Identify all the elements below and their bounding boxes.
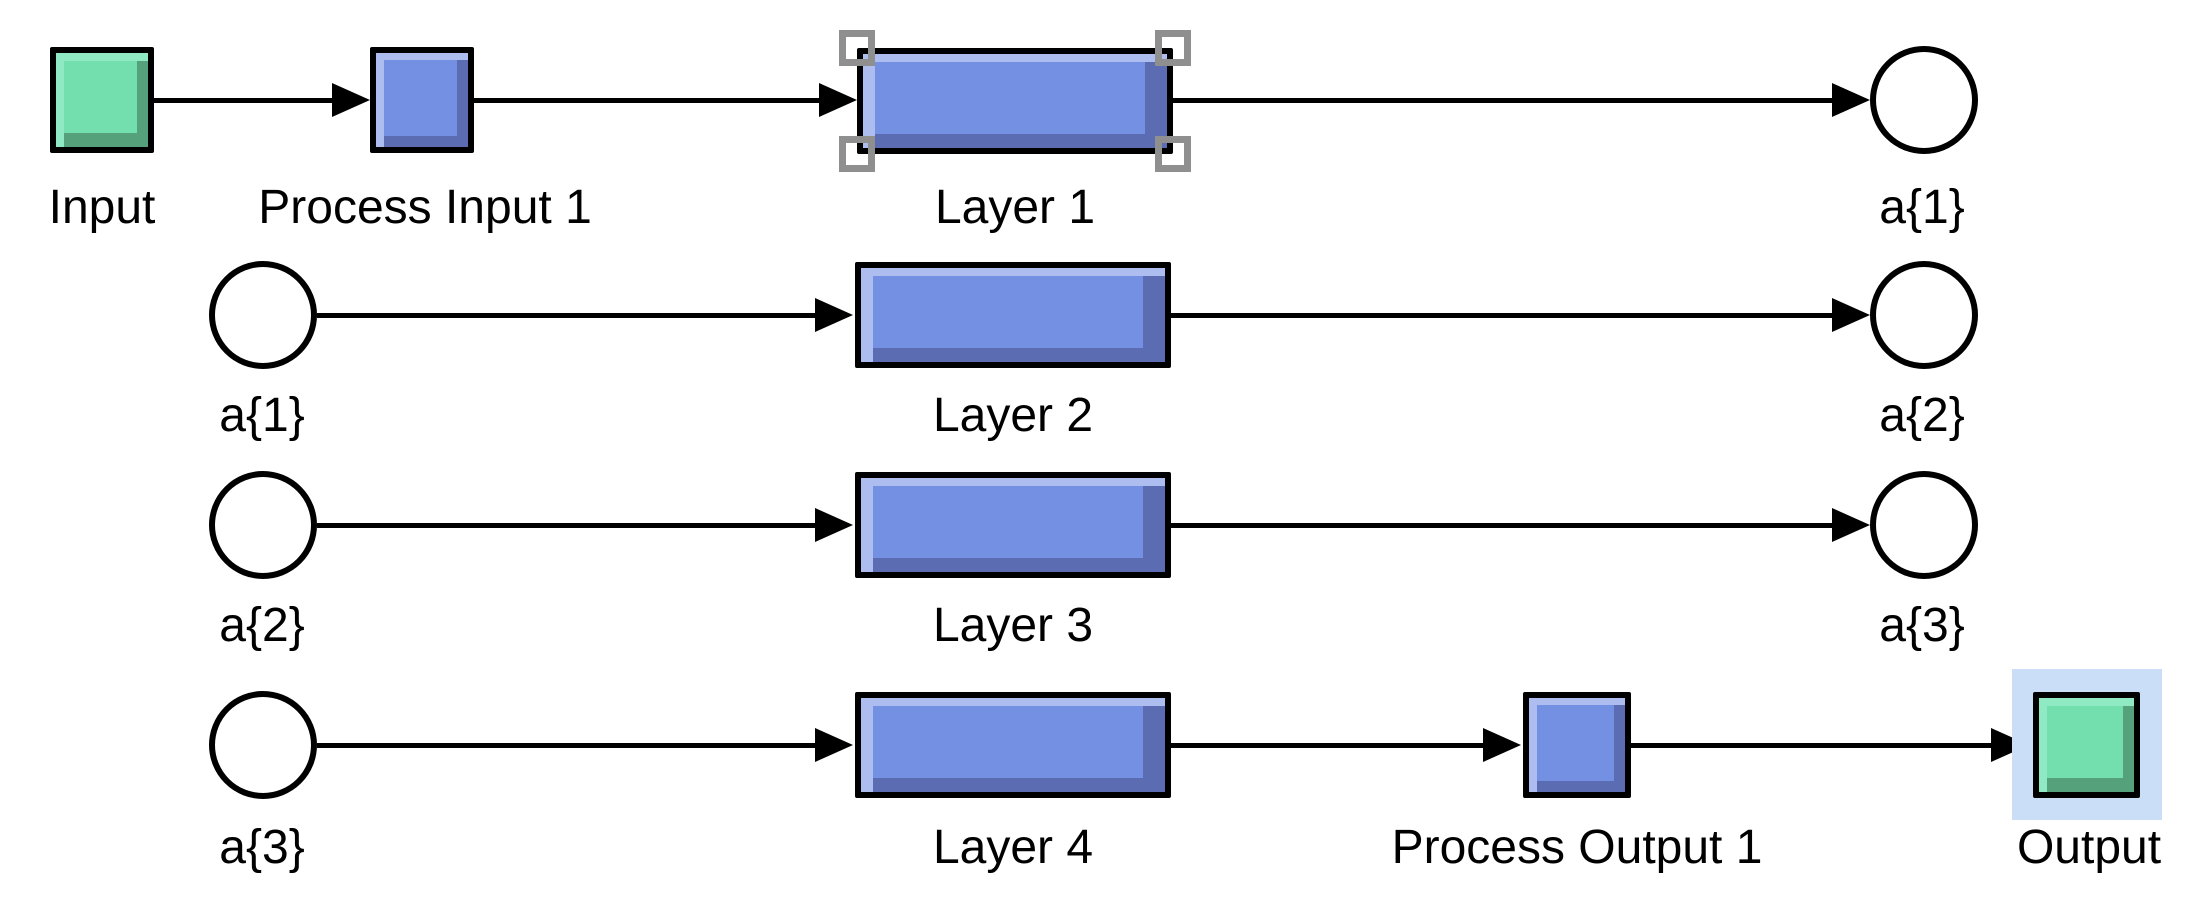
wire-line xyxy=(1171,523,1834,528)
selection-handle-bottom-left[interactable] xyxy=(839,136,875,172)
wire-line xyxy=(317,313,817,318)
process-output-1-label: Process Output 1 xyxy=(1391,821,1763,874)
process-output-1-block[interactable] xyxy=(1523,692,1631,798)
wire-line xyxy=(1631,743,1993,748)
layer-4-block[interactable] xyxy=(855,692,1171,798)
a1-source-label: a{1} xyxy=(219,389,305,442)
process-input-1-label: Process Input 1 xyxy=(258,181,592,234)
a2-terminator-connector[interactable] xyxy=(1870,261,1978,369)
a1-terminator-connector[interactable] xyxy=(1870,46,1978,154)
output-block-label: Output xyxy=(2016,821,2162,874)
a3-source-label: a{3} xyxy=(219,821,305,874)
arrowhead-icon xyxy=(819,83,857,117)
wire-line xyxy=(154,98,334,103)
layer-2-block[interactable] xyxy=(855,262,1171,368)
layer-2-label: Layer 2 xyxy=(932,389,1094,442)
layer-1-label: Layer 1 xyxy=(934,181,1096,234)
input-block[interactable] xyxy=(50,47,154,153)
a3-terminator-connector[interactable] xyxy=(1870,471,1978,579)
arrowhead-icon xyxy=(1832,508,1870,542)
layer-1-block[interactable] xyxy=(857,48,1173,154)
a2-source-connector[interactable] xyxy=(209,471,317,579)
a3-source-connector[interactable] xyxy=(209,691,317,799)
layer-4-label: Layer 4 xyxy=(932,821,1094,874)
wire-line xyxy=(474,98,821,103)
input-block-label: Input xyxy=(48,181,156,234)
selection-handle-bottom-right[interactable] xyxy=(1155,136,1191,172)
a2-source-label: a{2} xyxy=(219,599,305,652)
arrowhead-icon xyxy=(815,508,853,542)
a2-terminator-label: a{2} xyxy=(1879,389,1965,442)
wire-line xyxy=(1171,743,1485,748)
arrowhead-icon xyxy=(1832,83,1870,117)
a1-terminator-label: a{1} xyxy=(1879,181,1965,234)
wire-line xyxy=(317,743,817,748)
layer-3-label: Layer 3 xyxy=(932,599,1094,652)
arrowhead-icon xyxy=(1832,298,1870,332)
selection-handle-top-left[interactable] xyxy=(839,30,875,66)
wire-line xyxy=(1171,313,1834,318)
selection-handle-top-right[interactable] xyxy=(1155,30,1191,66)
process-input-1-block[interactable] xyxy=(370,47,474,153)
layer-3-block[interactable] xyxy=(855,472,1171,578)
output-block[interactable] xyxy=(2033,692,2140,798)
arrowhead-icon xyxy=(332,83,370,117)
wire-line xyxy=(317,523,817,528)
wire-line xyxy=(1173,98,1834,103)
a1-source-connector[interactable] xyxy=(209,261,317,369)
arrowhead-icon xyxy=(815,728,853,762)
arrowhead-icon xyxy=(815,298,853,332)
a3-terminator-label: a{3} xyxy=(1879,599,1965,652)
arrowhead-icon xyxy=(1483,728,1521,762)
